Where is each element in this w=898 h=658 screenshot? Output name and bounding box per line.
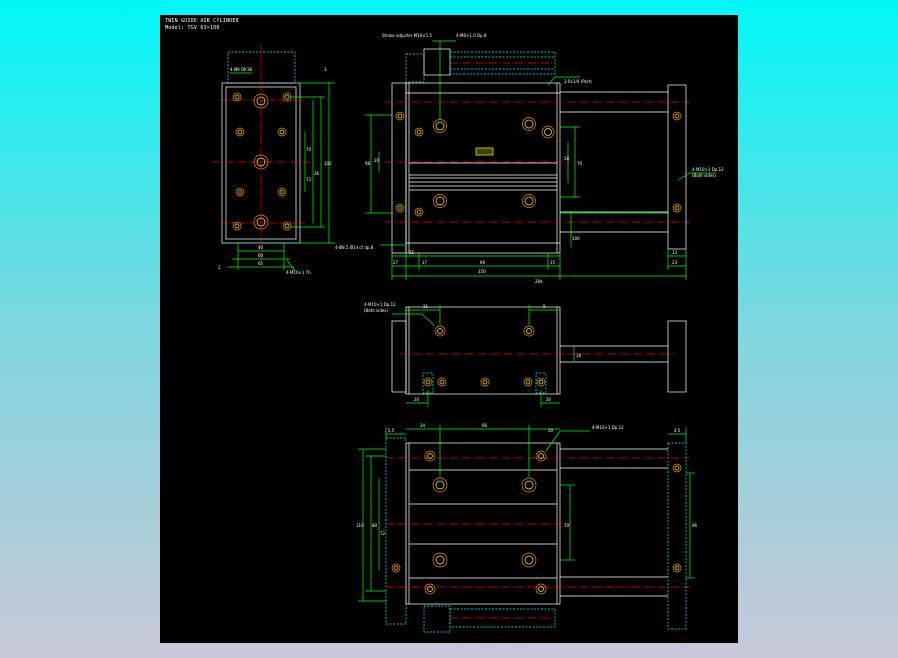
side-dim-23: 23	[672, 260, 678, 265]
bottom-view	[358, 425, 695, 633]
end-view	[212, 45, 335, 272]
top-dim-21: 21	[423, 304, 429, 309]
side-note-rod-end: 2-Rc1/4 (Port)	[564, 79, 592, 84]
end-dim-2: 2	[218, 265, 221, 270]
title-line-1: TWIN GUIDE AIR CYLINDER	[165, 18, 239, 24]
side-dim-15b: 15	[550, 260, 556, 265]
end-dim-73: 73	[306, 177, 312, 182]
side-dim-27: 27	[393, 260, 399, 265]
technical-drawing: 4-Ø9 DP.36 4-M10×1 Th. 40 60 65 70 73 10…	[212, 33, 724, 633]
side-note-plate-note: (Both sides)	[692, 173, 716, 178]
end-view-note-top: 4-Ø9 DP.36	[230, 67, 253, 72]
side-note-guide-holes: 4-M6×1.0 Dp.8	[456, 33, 487, 38]
end-dim-65: 65	[258, 261, 264, 266]
side-note-bottom-port: 4-Ø8.5 Ø14 ct dp.8	[335, 245, 374, 250]
end-dim-70: 70	[306, 147, 312, 152]
side-dim-70: 70	[577, 161, 583, 166]
end-view-dims	[228, 72, 335, 272]
top-dim-rod: 18	[576, 353, 582, 358]
bottom-dim-4.5: 4.5	[674, 428, 681, 433]
side-view	[365, 40, 715, 280]
side-dim-total: 284	[535, 279, 543, 284]
bottom-dim-110: 110	[356, 523, 364, 528]
side-dim-17: 17	[422, 260, 428, 265]
side-dim-15: 15	[409, 250, 415, 255]
side-dim-13: 13	[672, 250, 678, 255]
top-view-dims	[392, 305, 575, 407]
bottom-dim-34: 34	[420, 423, 426, 428]
bottom-dim-72: 72	[380, 531, 386, 536]
side-note-stroke-adjust: Stroke adjuster M16×1.5	[382, 33, 432, 38]
end-dim-36: 36	[314, 171, 320, 176]
side-dim-stroke: 100	[572, 236, 580, 241]
bottom-dim-5.5: 5.5	[388, 428, 395, 433]
top-dim-20b: 20	[546, 397, 552, 402]
top-view	[391, 305, 687, 407]
side-view-body	[405, 82, 561, 254]
bottom-note-holes: 4-M10×1 Dp.12	[592, 425, 624, 430]
bottom-dim-66: 66	[482, 423, 488, 428]
side-dim-58: 58	[564, 156, 570, 161]
top-dim-20a: 20	[414, 397, 420, 402]
cad-drawing-canvas: TWIN GUIDE AIR CYLINDER Model: TGV 63×10…	[160, 15, 738, 643]
side-dim-150: 150	[478, 269, 486, 274]
top-note-holes-2: (Both sides)	[364, 308, 388, 313]
top-view-holes	[423, 325, 546, 387]
bottom-view-dims	[358, 425, 695, 602]
side-dim-69: 69	[480, 260, 486, 265]
side-view-dims	[365, 40, 715, 280]
top-note-holes: 4-M10×1 Dp.12	[364, 302, 396, 307]
end-dim-40: 40	[258, 245, 264, 250]
bottom-view-holes	[391, 450, 682, 595]
bottom-dim-70: 70	[564, 523, 570, 528]
bottom-dim-96: 96	[692, 523, 698, 528]
bottom-dim-20: 20	[548, 428, 554, 433]
end-view-holes	[232, 92, 292, 231]
bottom-dim-80: 80	[372, 523, 378, 528]
side-dim-98: 98	[365, 161, 371, 166]
end-dim-3: 3	[324, 67, 327, 72]
top-dim-5: 5	[543, 304, 546, 309]
end-view-note-bottom: 4-M10×1 Th.	[286, 270, 312, 275]
title-line-2: Model: TGV 63×100	[165, 25, 220, 31]
side-dim-20: 20	[374, 158, 380, 163]
end-dim-60: 60	[258, 253, 264, 258]
side-view-holes	[395, 111, 682, 217]
end-dim-102: 102	[324, 161, 332, 166]
side-note-plate-holes: 4-M10×1 Dp.12	[692, 167, 724, 172]
